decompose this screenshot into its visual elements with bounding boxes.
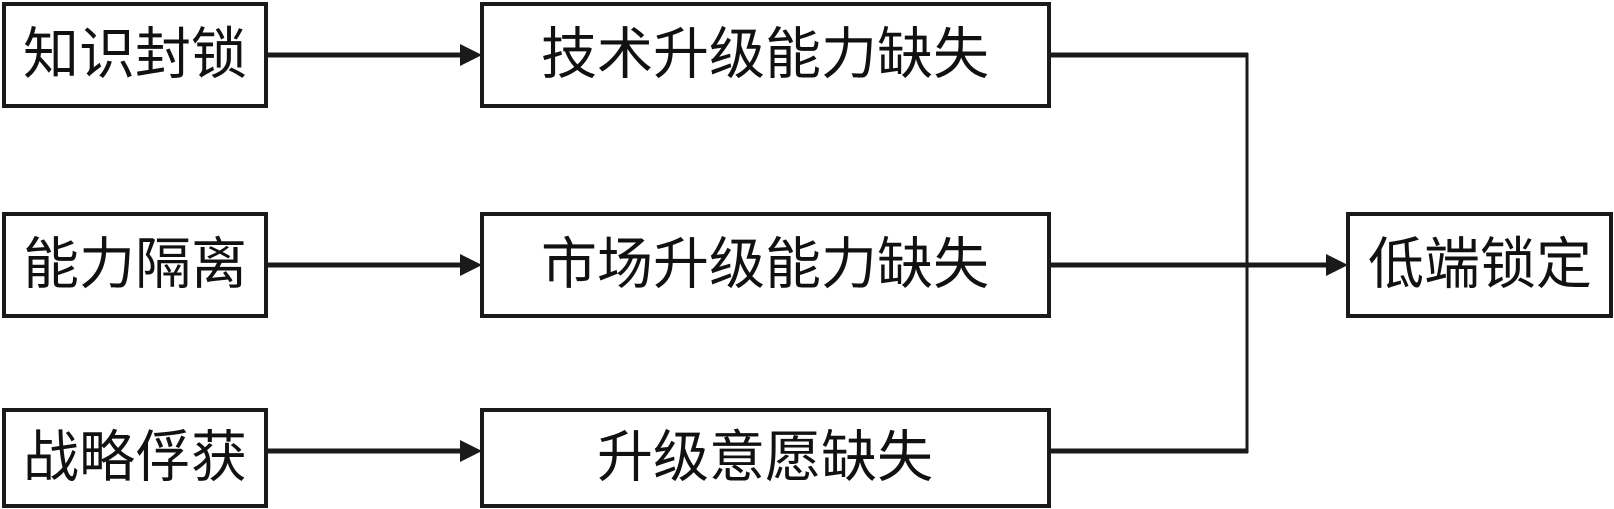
gap-label: 技术升级能力缺失 [541,23,989,88]
arrow-cause2-to-gap2 [266,254,482,276]
gap-node-market: 市场升级能力缺失 [480,212,1051,318]
gap-label: 升级意愿缺失 [597,426,933,491]
arrow-cause3-to-gap3 [266,440,482,462]
gap-node-willingness: 升级意愿缺失 [480,408,1051,508]
outcome-label: 低端锁定 [1368,233,1592,298]
gap-node-technology: 技术升级能力缺失 [480,2,1051,108]
merge-connector [1049,52,1348,454]
cause-label: 战略俘获 [23,426,247,491]
cause-node-knowledge-blockade: 知识封锁 [2,2,268,108]
cause-label: 能力隔离 [23,233,247,298]
outcome-node-low-end-lock-in: 低端锁定 [1346,212,1613,318]
gap-label: 市场升级能力缺失 [541,233,989,298]
cause-node-strategic-capture: 战略俘获 [2,408,268,508]
cause-node-capability-isolation: 能力隔离 [2,212,268,318]
arrow-cause1-to-gap1 [266,44,482,66]
cause-label: 知识封锁 [23,23,247,88]
